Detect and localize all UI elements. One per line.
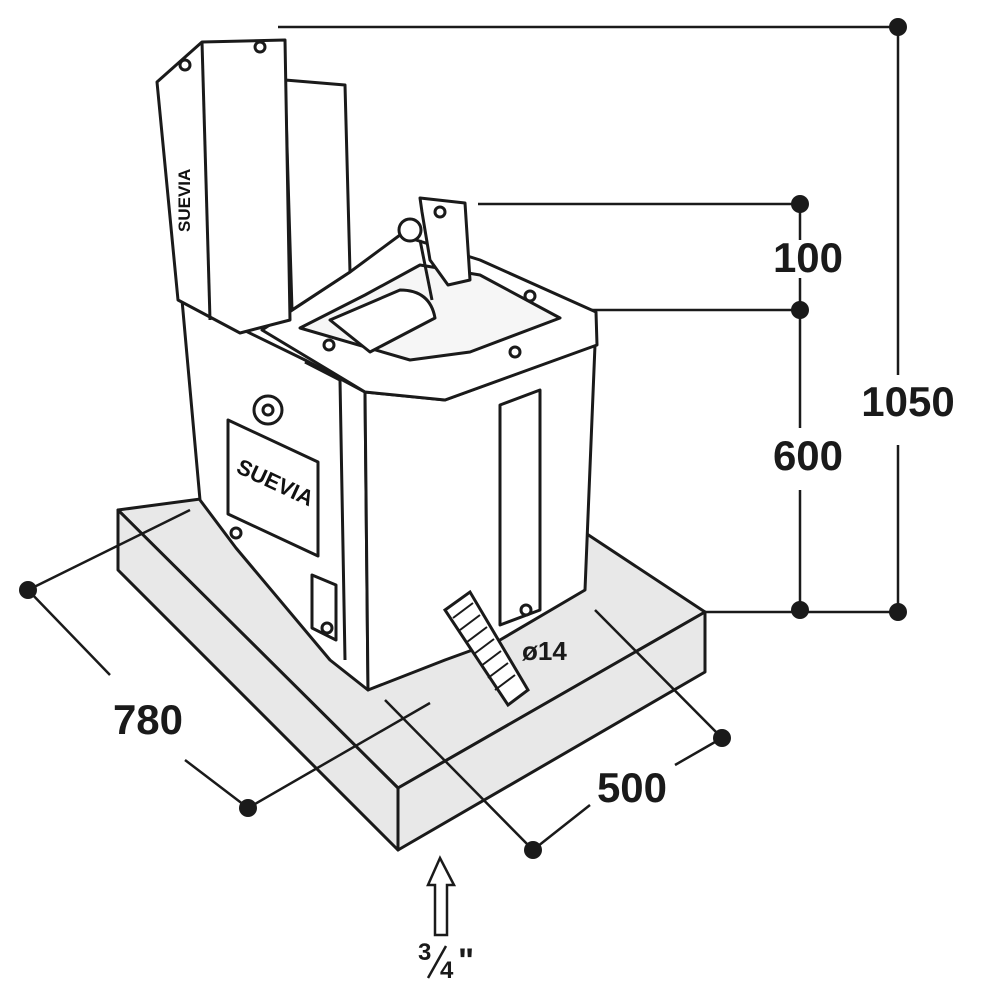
dot-100-bottom (791, 301, 809, 319)
valve-nut (433, 205, 447, 219)
hose-body (442, 589, 530, 708)
dimension-label-bowl-height: 600 (773, 432, 843, 479)
valve-body (397, 217, 423, 243)
lid-hole-1 (178, 58, 192, 72)
dot-1050-bottom (889, 603, 907, 621)
lid-brand-label: SUEVIA (175, 169, 194, 232)
inlet-fraction-slash (426, 945, 448, 979)
dot-600-bottom (791, 601, 809, 619)
dot-500-right (713, 729, 731, 747)
raised-lid (155, 38, 352, 335)
foot-screw-left (229, 526, 243, 540)
bowl-foot-slot (310, 573, 338, 642)
bowl-corner-edge (304, 360, 347, 661)
inlet-fraction-denominator: 4 (440, 957, 454, 984)
inlet-inch-mark: " (458, 942, 474, 980)
body-valve-knob-center (261, 403, 275, 417)
foot-screw-right (519, 603, 533, 617)
dot-100-top (791, 195, 809, 213)
pipe-diameter-label: ø14 (522, 636, 567, 666)
dimension-dots (19, 18, 907, 859)
drain-hose (442, 589, 530, 708)
inlet-fraction-numerator: 3 (418, 939, 431, 966)
bowl-roller (328, 288, 437, 354)
bowl-side-slot (498, 388, 542, 627)
rim-screw-1 (322, 338, 336, 352)
lid-side-panel (283, 78, 352, 312)
rim-screw-2 (508, 345, 522, 359)
valve-stem (418, 239, 434, 301)
dot-780-right (239, 799, 257, 817)
dot-780-left (19, 581, 37, 599)
dot-1050-top (889, 18, 907, 36)
dimension-label-valve-height: 100 (773, 234, 843, 281)
dot-500-left (524, 841, 542, 859)
lid-hole-2 (253, 40, 267, 54)
lid-fold-line (200, 41, 212, 321)
inlet-size-label: 3 4 " (418, 939, 474, 984)
valve-bracket (418, 196, 472, 287)
rim-screw-3 (523, 289, 537, 303)
dimension-label-total-height: 1050 (861, 378, 954, 425)
dimension-lines (27, 25, 900, 851)
float-valve (397, 196, 472, 301)
body-brand-plate (226, 418, 320, 558)
foot-screw-front (320, 621, 334, 635)
dimension-label-width: 500 (597, 764, 667, 811)
inlet-arrow (426, 855, 457, 937)
dimension-label-depth: 780 (113, 696, 183, 743)
